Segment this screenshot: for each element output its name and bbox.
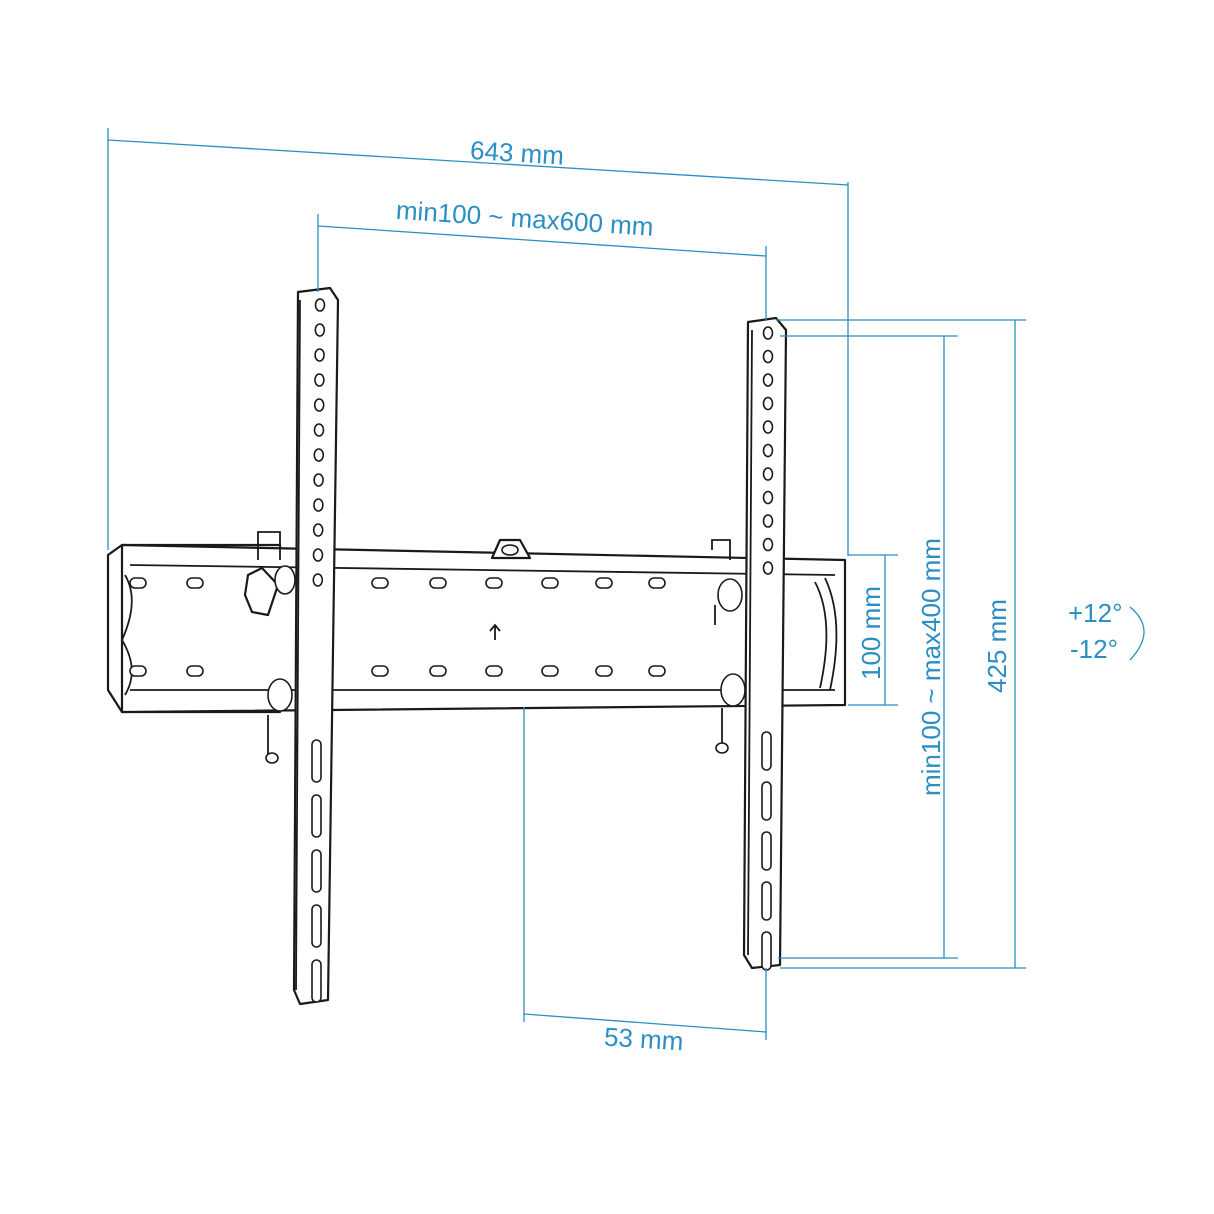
right-bracket-holes bbox=[762, 326, 774, 575]
left-tilt-knob-bottom bbox=[265, 678, 293, 764]
right-vertical-bracket bbox=[711, 316, 788, 971]
bracket-slot bbox=[311, 739, 322, 783]
bracket-hole bbox=[314, 298, 326, 312]
wall-plate-slot bbox=[595, 665, 613, 677]
bracket-hole bbox=[314, 348, 325, 362]
wall-plate-slot bbox=[485, 577, 503, 589]
bracket-slot bbox=[311, 794, 322, 838]
bracket-slot bbox=[761, 731, 772, 771]
bracket-hole bbox=[762, 443, 774, 458]
tilt-arc-icon bbox=[1129, 606, 1145, 661]
bracket-hole bbox=[313, 498, 324, 512]
dimension-vesa-height: min100 ~ max400 mm bbox=[778, 335, 958, 959]
left-tilt-knob-top bbox=[243, 531, 296, 617]
bracket-hole bbox=[314, 373, 325, 387]
bracket-hole bbox=[313, 473, 324, 487]
bracket-slot bbox=[311, 959, 322, 1003]
right-bracket-slots bbox=[761, 731, 772, 971]
bracket-hole bbox=[762, 349, 774, 364]
dimension-overall-height: 425 mm bbox=[776, 319, 1026, 969]
bracket-hole bbox=[312, 548, 324, 562]
bracket-slot bbox=[311, 849, 322, 893]
dimension-vesa-width: min100 ~ max600 mm bbox=[317, 195, 767, 320]
bracket-hole bbox=[313, 398, 325, 412]
left-vertical-bracket bbox=[243, 286, 340, 1006]
dimension-depth: 53 mm bbox=[523, 707, 767, 1057]
wall-plate-slot bbox=[648, 577, 666, 589]
wall-plate-slot bbox=[429, 577, 447, 589]
bracket-hole bbox=[762, 561, 774, 575]
vesa-height-label: min100 ~ max400 mm bbox=[916, 538, 946, 796]
up-arrow-icon bbox=[489, 623, 501, 640]
bracket-hole bbox=[312, 523, 324, 537]
safety-lock-tab bbox=[490, 538, 532, 560]
right-tilt-knob-bottom bbox=[715, 673, 746, 754]
wall-plate-slot bbox=[371, 577, 389, 589]
bracket-hole bbox=[762, 514, 774, 528]
bracket-hole bbox=[313, 423, 325, 437]
bracket-hole bbox=[762, 420, 774, 434]
wall-plate-slot bbox=[129, 577, 147, 589]
wall-plate-slot bbox=[371, 665, 389, 677]
wall-plate-slot bbox=[429, 665, 447, 677]
bracket-hole bbox=[762, 396, 774, 411]
bracket-hole bbox=[762, 326, 774, 340]
right-tilt-knob-top bbox=[711, 539, 743, 625]
wall-plate-slots-top bbox=[129, 577, 666, 589]
tilt-down-label: -12° bbox=[1070, 634, 1118, 664]
bracket-hole bbox=[762, 467, 774, 481]
bracket-hole bbox=[312, 573, 324, 587]
wall-plate-slot bbox=[541, 577, 559, 589]
wall-plate-slot bbox=[648, 665, 666, 677]
bracket-hole bbox=[313, 448, 325, 462]
vesa-width-label: min100 ~ max600 mm bbox=[395, 195, 654, 242]
tilt-up-label: +12° bbox=[1068, 598, 1123, 628]
wall-plate-slot bbox=[485, 665, 503, 677]
bracket-hole bbox=[762, 537, 774, 552]
bracket-slot bbox=[761, 781, 772, 821]
wall-plate-slot bbox=[541, 665, 559, 677]
dimension-overall-width: 643 mm bbox=[107, 128, 849, 556]
overall-width-label: 643 mm bbox=[469, 135, 565, 171]
left-bracket-holes bbox=[312, 298, 326, 587]
wall-plate-slot bbox=[186, 577, 204, 589]
wall-plate-slot bbox=[595, 577, 613, 589]
bracket-hole bbox=[762, 490, 774, 505]
tilt-range: +12° -12° bbox=[1068, 598, 1145, 664]
overall-height-label: 425 mm bbox=[982, 599, 1012, 693]
wall-plate-slot bbox=[129, 665, 147, 677]
wall-plate-slot bbox=[186, 665, 204, 677]
plate-height-label: 100 mm bbox=[856, 586, 886, 680]
bracket-slot bbox=[761, 831, 772, 871]
bracket-slot bbox=[761, 881, 772, 921]
bracket-hole bbox=[762, 373, 774, 387]
dimension-plate-height: 100 mm bbox=[848, 554, 898, 706]
wall-plate-slots-bottom bbox=[129, 665, 666, 677]
depth-label: 53 mm bbox=[603, 1022, 684, 1057]
bracket-slot bbox=[761, 931, 772, 971]
bracket-slot bbox=[311, 904, 322, 948]
bracket-hole bbox=[314, 323, 326, 337]
left-bracket-slots bbox=[311, 739, 322, 1003]
